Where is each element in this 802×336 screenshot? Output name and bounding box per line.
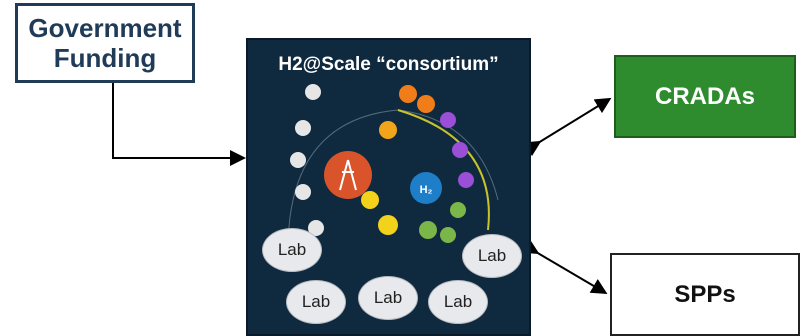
lab-bubble-4: Lab	[428, 280, 488, 324]
h2-fuel-icon	[440, 112, 456, 128]
ammonia-icon	[452, 142, 468, 158]
wind-icon	[305, 84, 321, 100]
h2-scale-infographic: H₂	[287, 84, 499, 251]
fossil-icon	[308, 220, 324, 236]
government-funding-line2: Funding	[53, 43, 157, 73]
storage-icon	[379, 121, 397, 139]
chemicals-icon	[440, 227, 456, 243]
biofuel-icon	[450, 202, 466, 218]
hydro-icon	[290, 152, 306, 168]
industry-icon	[419, 221, 437, 239]
solar-icon	[295, 120, 311, 136]
spps-label: SPPs	[674, 280, 736, 308]
government-funding-box: Government Funding	[15, 3, 195, 83]
cradas-box: CRADAs	[614, 55, 796, 138]
lab-bubble-1: Lab	[262, 228, 322, 272]
steel-icon	[458, 172, 474, 188]
electrolyzer-icon	[324, 151, 372, 199]
cradas-label: CRADAs	[654, 82, 755, 110]
spps-arrow	[521, 239, 608, 295]
nuclear-icon	[295, 184, 311, 200]
consortium-title: H2@Scale “consortium”	[278, 54, 499, 75]
lab-bubble-5: Lab	[462, 234, 522, 278]
consortium-panel: H2@Scale “consortium” H₂ Lab Lab Lab Lab…	[246, 38, 531, 336]
funding-arrow	[112, 83, 246, 166]
transport-icon	[399, 85, 417, 103]
lab-bubble-2: Lab	[286, 280, 346, 324]
cradas-arrow	[523, 97, 612, 157]
vehicle-icon	[417, 95, 435, 113]
grid-icon	[361, 191, 379, 209]
fuel-cell-icon	[378, 215, 398, 235]
lab-bubble-3: Lab	[358, 276, 418, 320]
svg-text:H₂: H₂	[420, 184, 433, 196]
government-funding-line1: Government	[28, 13, 182, 43]
spps-box: SPPs	[610, 253, 800, 336]
h2-hub-icon	[410, 172, 442, 204]
